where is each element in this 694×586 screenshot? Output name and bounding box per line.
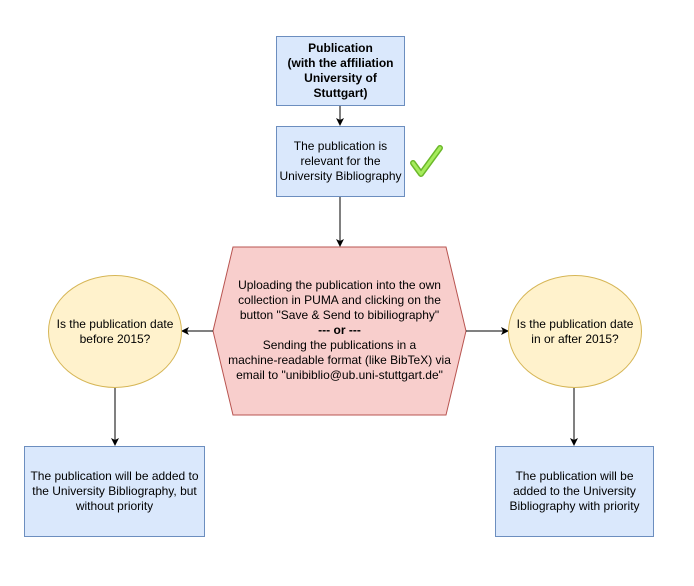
checkmark-icon — [410, 145, 443, 177]
publication-line: (with the affiliation — [287, 56, 394, 70]
upload-line: machine-readable format (like BibTeX) vi… — [228, 353, 451, 367]
priority-box: The publication will be added to the Uni… — [495, 446, 654, 537]
upload-line: button "Save & Send to bibiliography" — [239, 308, 440, 322]
after-line: in or after 2015? — [531, 331, 619, 346]
no-priority-box: The publication will be added to the Uni… — [24, 446, 205, 537]
upload-line: Sending the publications in a — [262, 338, 417, 352]
relevant-line: The publication is — [293, 139, 388, 153]
no-priority-line: the University Bibliography, but — [32, 484, 197, 498]
upload-line: email to "unibiblio@ub.uni-stuttgart.de" — [236, 368, 443, 382]
before-line: before 2015? — [79, 331, 151, 346]
priority-line: added to the University — [513, 484, 636, 498]
publication-line: University of — [304, 71, 377, 85]
relevant-line: University Bibliography — [279, 169, 402, 183]
relevant-line: relevant for the — [300, 154, 381, 168]
upload-or-separator: --- or --- — [318, 323, 361, 337]
priority-line: Bibliography with priority — [509, 499, 640, 513]
upload-line: collection in PUMA and clicking on the — [238, 293, 441, 307]
before-2015-decision: Is the publication date before 2015? — [48, 275, 182, 388]
publication-line: Stuttgart) — [313, 86, 368, 100]
priority-line: The publication will be — [515, 469, 634, 483]
upload-hexagon-text: Uploading the publication into the own c… — [213, 278, 466, 383]
before-line: Is the publication date — [56, 316, 174, 331]
publication-line: Publication — [308, 41, 373, 55]
publication-box: Publication (with the affiliation Univer… — [276, 36, 405, 106]
no-priority-line: The publication will be added to — [30, 469, 199, 483]
after-2015-decision: Is the publication date in or after 2015… — [508, 275, 642, 388]
no-priority-line: without priority — [75, 499, 154, 513]
relevant-box: The publication is relevant for the Univ… — [276, 126, 405, 197]
after-line: Is the publication date — [516, 316, 634, 331]
upload-line: Uploading the publication into the own — [238, 278, 441, 292]
